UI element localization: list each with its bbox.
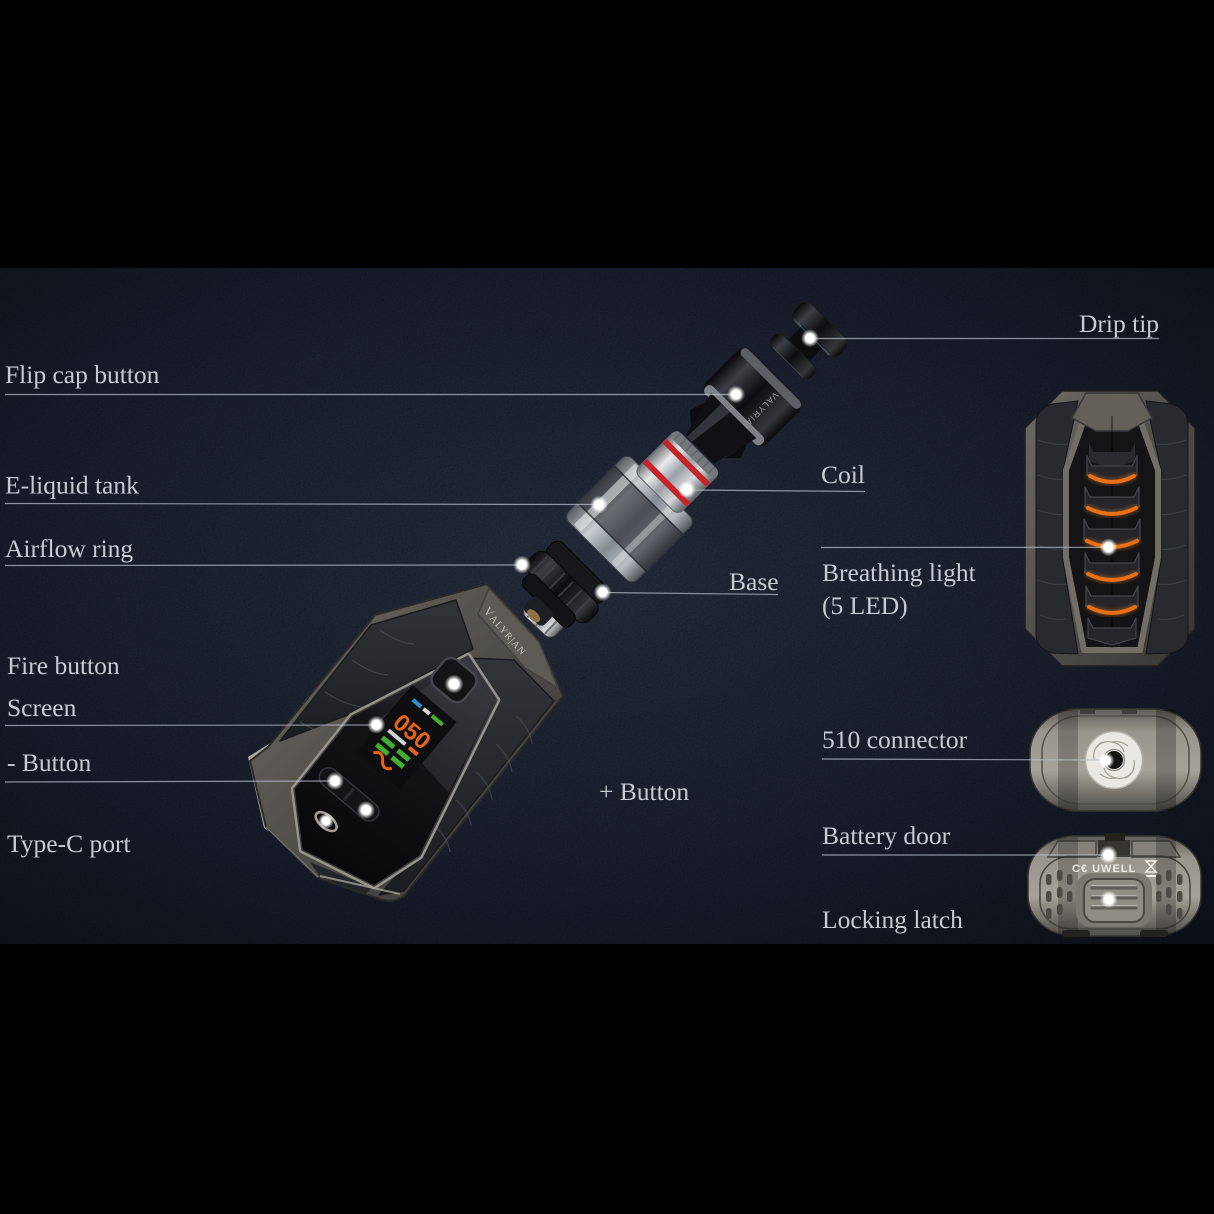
svg-text:Flip cap button: Flip cap button [5, 360, 160, 389]
svg-text:Airflow ring: Airflow ring [5, 534, 133, 563]
svg-text:Type-C port: Type-C port [7, 829, 131, 858]
svg-text:Fire button: Fire button [7, 651, 120, 680]
svg-text:+ Button: + Button [599, 777, 689, 806]
svg-text:Screen: Screen [7, 693, 77, 722]
svg-text:Battery door: Battery door [822, 821, 951, 850]
svg-text:Coil: Coil [821, 460, 865, 489]
svg-text:Drip tip: Drip tip [1079, 309, 1159, 338]
svg-text:Breathing light: Breathing light [822, 558, 976, 587]
svg-text:510 connector: 510 connector [822, 725, 968, 754]
svg-text:Locking latch: Locking latch [822, 905, 963, 934]
svg-text:E-liquid tank: E-liquid tank [5, 471, 139, 500]
svg-text:C€ UWELL: C€ UWELL [1072, 863, 1136, 875]
svg-text:Base: Base [729, 567, 779, 596]
svg-text:(5 LED): (5 LED) [822, 591, 908, 620]
svg-text:- Button: - Button [7, 748, 92, 777]
